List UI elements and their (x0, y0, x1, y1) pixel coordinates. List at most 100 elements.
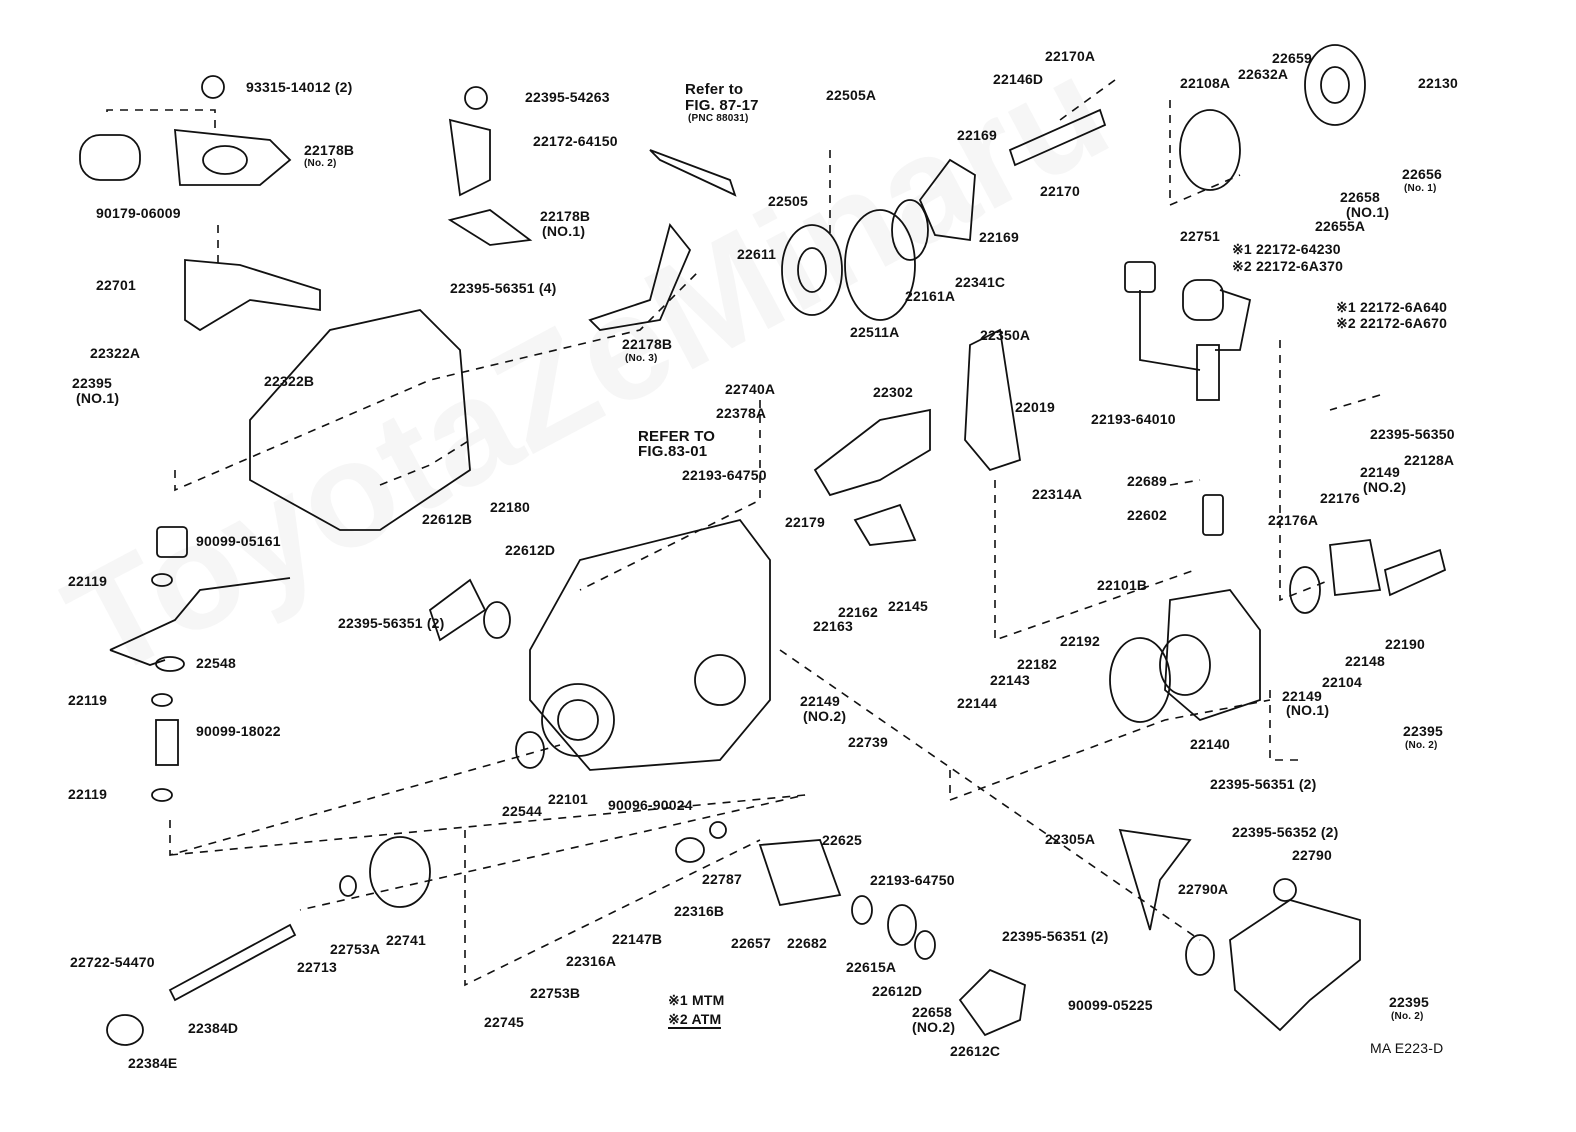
part-number-label: (NO.2) (803, 708, 847, 724)
part-number-label: 90179-06009 (96, 205, 181, 221)
part-number-label: 22612C (950, 1043, 1001, 1059)
part-number-label: 22193-64010 (1091, 411, 1176, 427)
part-number-label: 22689 (1127, 473, 1167, 489)
part-number-label: 22395-56351 (4) (450, 280, 557, 296)
part-number-label: 22625 (822, 832, 862, 848)
part-number-label: 22741 (386, 932, 426, 948)
part-number-label: 22739 (848, 734, 888, 750)
part-number-label: 22140 (1190, 736, 1230, 752)
part-number-label: 22162 (838, 604, 878, 620)
part-number-label: 22395 (1403, 723, 1443, 739)
part-number-label: 22193-64750 (682, 467, 767, 483)
part-number-label: 22395-56351 (2) (1002, 928, 1109, 944)
part-number-label: 22316B (674, 903, 725, 919)
part-number-label: 22322A (90, 345, 141, 361)
legend-atm: ※2 ATM (668, 1011, 722, 1029)
part-number-label: 22302 (873, 384, 913, 400)
part-number-label: 22657 (731, 935, 771, 951)
part-number-label: 22178B (622, 336, 673, 352)
part-number-label: 22316A (566, 953, 617, 969)
part-number-label: 22147B (612, 931, 663, 947)
part-number-label: 22787 (702, 871, 742, 887)
part-number-label: 22751 (1180, 228, 1220, 244)
part-number-label: 22378A (716, 405, 767, 421)
part-number-label: FIG. 87-17 (685, 97, 759, 114)
part-number-label: 22190 (1385, 636, 1425, 652)
part-number-label: (NO.1) (1346, 204, 1390, 220)
part-number-label: (No. 3) (625, 353, 658, 364)
part-number-label: 93315-14012 (2) (246, 79, 353, 95)
part-number-label: 22395-56351 (2) (1210, 776, 1317, 792)
part-number-label: 22682 (787, 935, 827, 951)
part-number-label: 22322B (264, 373, 315, 389)
part-number-label: 22178B (304, 142, 355, 158)
part-number-label: 22019 (1015, 399, 1055, 415)
part-number-label: (No. 2) (1391, 1011, 1424, 1022)
part-number-label: 22101 (548, 791, 588, 807)
part-number-label: (NO.1) (76, 390, 120, 406)
part-number-label: 22176 (1320, 490, 1360, 506)
part-number-label: 22170A (1045, 48, 1096, 64)
part-number-label: 22119 (68, 692, 108, 708)
dashed-guide-lines (106, 79, 1381, 987)
legend-mtm: ※1 MTM (668, 992, 725, 1008)
part-number-label: ※2 22172-6A370 (1232, 258, 1344, 274)
part-number-label: 22161A (905, 288, 956, 304)
part-number-label: 22143 (990, 672, 1030, 688)
part-number-label: 22172-64150 (533, 133, 618, 149)
part-number-label: 90099-18022 (196, 723, 281, 739)
part-number-label: 22119 (68, 786, 108, 802)
part-number-label: FIG.83-01 (638, 443, 708, 460)
part-number-label: ※1 22172-64230 (1232, 241, 1341, 257)
part-number-label: 22790A (1178, 881, 1229, 897)
part-number-label: 22612B (422, 511, 473, 527)
part-number-label: 22341C (955, 274, 1006, 290)
part-number-label: ※2 22172-6A670 (1336, 315, 1448, 331)
part-number-label: 22655A (1315, 218, 1366, 234)
part-number-label: 22104 (1322, 674, 1362, 690)
part-number-label: 22314A (1032, 486, 1083, 502)
part-number-label: 22753A (330, 941, 381, 957)
part-number-label: 22119 (68, 573, 108, 589)
part-number-label: (NO.1) (542, 223, 586, 239)
part-number-label: REFER TO (638, 428, 716, 445)
part-number-label: 22395-56352 (2) (1232, 824, 1339, 840)
part-number-label: 22169 (957, 127, 997, 143)
part-number-label: 22790 (1292, 847, 1332, 863)
part-number-label: 22179 (785, 514, 825, 530)
part-number-label: (NO.2) (912, 1019, 956, 1035)
diagram-code: MA E223-D (1370, 1040, 1444, 1056)
part-number-label: 22701 (96, 277, 136, 293)
part-number-label: 22745 (484, 1014, 524, 1030)
part-number-label: 22740A (725, 381, 776, 397)
part-number-label: 22659 (1272, 50, 1312, 66)
part-number-label: 22305A (1045, 831, 1096, 847)
part-number-label: 22548 (196, 655, 236, 671)
part-number-label: 22395-54263 (525, 89, 610, 105)
part-number-label: 22350A (980, 327, 1031, 343)
part-number-label: 22384D (188, 1020, 239, 1036)
part-number-label: 22505 (768, 193, 808, 209)
part-number-label: 22511A (850, 324, 900, 340)
part-number-label: 22149 (1360, 464, 1400, 480)
part-number-label: 22192 (1060, 633, 1100, 649)
part-number-label: 22632A (1238, 66, 1289, 82)
part-number-label: 22713 (297, 959, 337, 975)
part-number-label: Refer to (685, 81, 744, 98)
part-number-label: 22602 (1127, 507, 1167, 523)
part-number-label: 22163 (813, 618, 853, 634)
part-number-label: 22395 (72, 375, 112, 391)
part-number-label: 22611 (737, 246, 777, 262)
part-number-label: 90099-05225 (1068, 997, 1153, 1013)
part-number-label: 22108A (1180, 75, 1231, 91)
part-number-label: 22130 (1418, 75, 1458, 91)
part-number-label: 22176A (1268, 512, 1319, 528)
part-number-label: (NO.2) (1363, 479, 1407, 495)
part-number-label: 22722-54470 (70, 954, 155, 970)
part-number-label: 22101B (1097, 577, 1148, 593)
part-number-label: 22180 (490, 499, 530, 515)
part-number-label: 22658 (912, 1004, 952, 1020)
part-number-label: 22384E (128, 1055, 178, 1071)
